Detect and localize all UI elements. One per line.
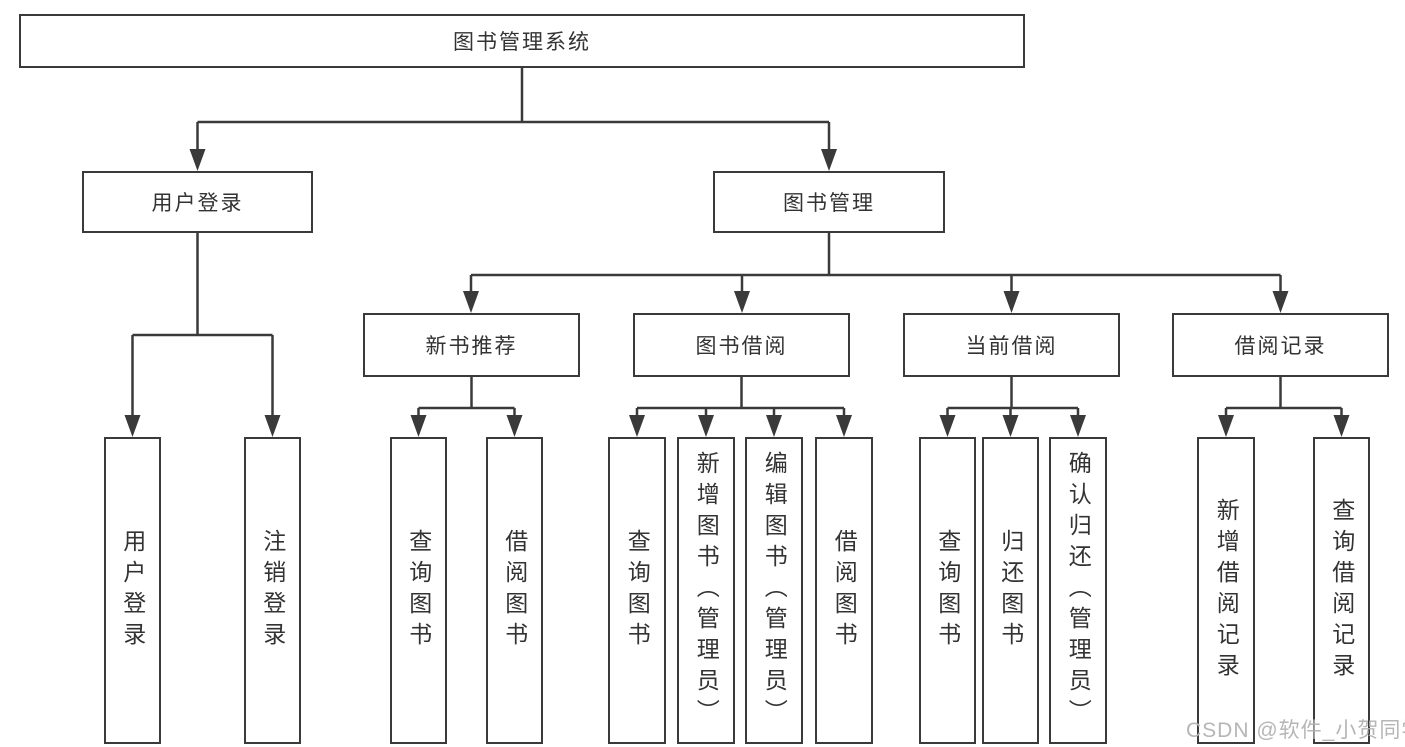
leaf-edit-books-admin: 编辑图书（管理员） [745,437,803,744]
node-current-borrowing: 当前借阅 [903,313,1120,377]
leaf-label: 归还图书 [997,528,1024,653]
leaf-borrow-books-2: 借阅图书 [815,437,873,744]
node-root-library-management-system: 图书管理系统 [19,14,1025,68]
leaf-query-books-3: 查询图书 [919,437,976,744]
leaf-label: 用户登录 [119,528,146,653]
leaf-label: 新增图书（管理员） [693,451,720,730]
leaf-add-books-admin: 新增图书（管理员） [677,437,735,744]
leaf-user-login: 用户登录 [104,437,161,744]
node-label: 借阅记录 [1234,335,1327,358]
arrowheads [124,149,1350,437]
leaf-label: 确认归还（管理员） [1065,451,1092,730]
node-book-borrowing: 图书借阅 [633,313,850,377]
leaf-confirm-return-admin: 确认归还（管理员） [1049,437,1107,744]
leaf-query-borrow-record: 查询借阅记录 [1313,437,1370,744]
leaf-label: 查询图书 [934,528,961,653]
leaf-label: 查询图书 [405,528,432,653]
node-book-management: 图书管理 [713,171,945,233]
node-label: 图书借阅 [695,335,788,358]
node-user-login: 用户登录 [82,171,313,233]
leaf-label: 查询图书 [624,528,651,653]
node-label: 新书推荐 [425,335,518,358]
leaf-label: 借阅图书 [501,528,528,653]
leaf-logout: 注销登录 [244,437,301,744]
leaf-label: 查询借阅记录 [1328,497,1355,684]
leaf-query-books-2: 查询图书 [608,437,666,744]
node-borrowing-records: 借阅记录 [1172,313,1389,377]
leaf-add-borrow-record: 新增借阅记录 [1197,437,1255,744]
node-label: 当前借阅 [965,335,1058,358]
node-label: 用户登录 [151,192,244,215]
csdn-watermark: CSDN @软件_小贺同学 [1186,719,1405,742]
leaf-label: 借阅图书 [831,528,858,653]
leaf-label: 编辑图书（管理员） [761,451,788,730]
leaf-label: 新增借阅记录 [1213,497,1240,684]
leaf-return-books: 归还图书 [982,437,1039,744]
node-label: 图书管理 [783,192,875,215]
node-new-book-recommend: 新书推荐 [363,313,580,377]
leaf-borrow-books-1: 借阅图书 [486,437,543,744]
leaf-label: 注销登录 [259,528,286,653]
leaf-query-books-1: 查询图书 [390,437,447,744]
node-label: 图书管理系统 [453,31,591,54]
